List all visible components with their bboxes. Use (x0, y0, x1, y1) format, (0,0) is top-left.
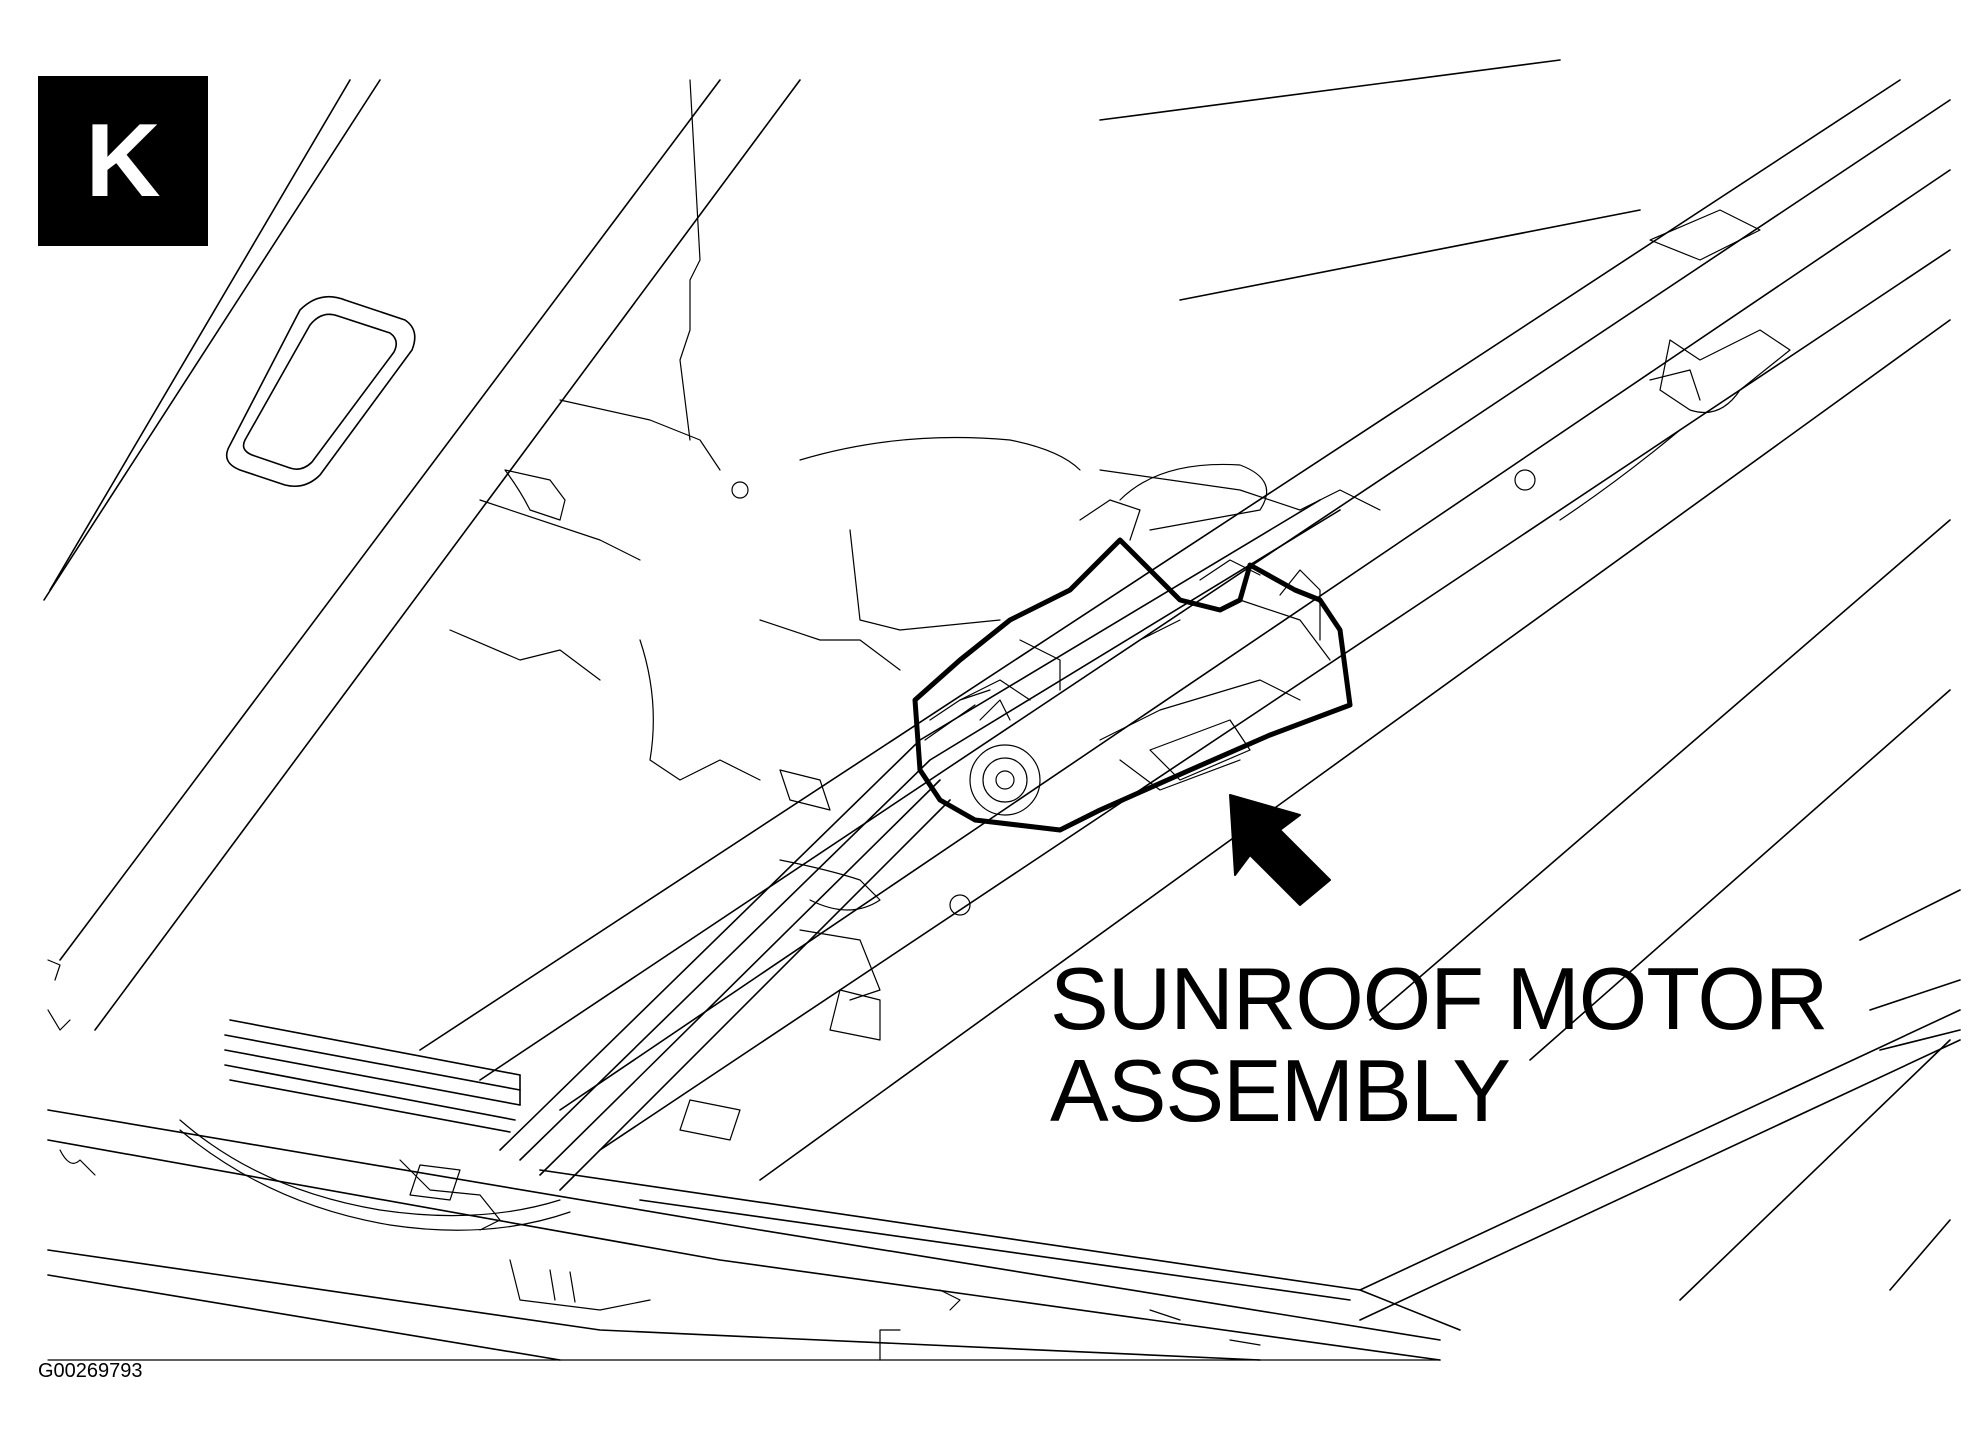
frame-detail (47, 79, 1791, 1361)
callout-line-1: SUNROOF MOTOR (1050, 949, 1828, 1048)
roof-handle (225, 295, 416, 488)
callout-line-2: ASSEMBLY (1050, 1041, 1511, 1140)
sunroof-motor-assembly (912, 537, 1353, 833)
slat-stack (224, 1019, 521, 1133)
roof-panel-lines (43, 59, 1951, 1301)
lower-rails (47, 889, 1961, 1361)
panel-letter: K (85, 103, 161, 219)
arrow-icon (1229, 794, 1331, 906)
figure-id: G00269793 (38, 1360, 143, 1382)
panel-label: K (38, 76, 208, 246)
guide-rails (499, 463, 1341, 1191)
component-callout: SUNROOF MOTOR ASSEMBLY (1050, 949, 1828, 1140)
